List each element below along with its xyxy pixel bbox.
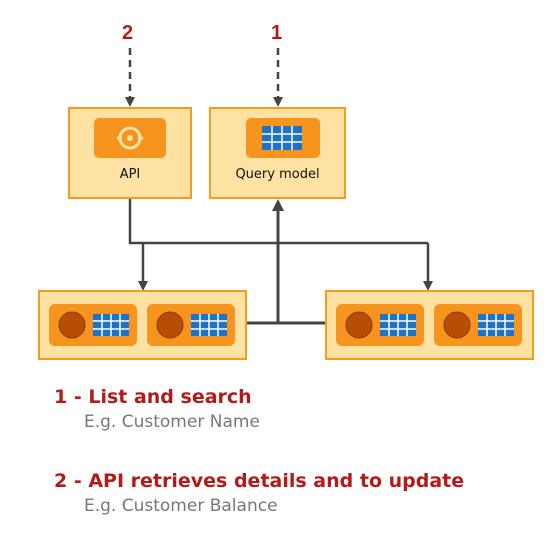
node-tile [49, 304, 137, 346]
node-icon [443, 311, 471, 339]
node-tile [336, 304, 424, 346]
legend-item: 2 - API retrieves details and to update … [54, 470, 464, 516]
marker-api: 2 [122, 22, 134, 44]
table-icon [262, 126, 302, 150]
node-group-right [325, 290, 534, 360]
api-label: API [119, 167, 141, 182]
api-icon [117, 126, 143, 150]
table-icon [380, 314, 416, 336]
table-icon [93, 314, 129, 336]
legend-item: 1 - List and search E.g. Customer Name [54, 386, 260, 432]
query-model-label: Query model [235, 167, 320, 182]
connector-api-to-nodes [128, 197, 428, 245]
table-icon [191, 314, 227, 336]
api-node [68, 107, 192, 199]
legend-subtitle: E.g. Customer Name [84, 412, 260, 432]
node-group-left [38, 290, 247, 360]
node-icon [58, 311, 86, 339]
node-icon [345, 311, 373, 339]
query-model-node [209, 107, 346, 199]
legend-title: 2 - API retrieves details and to update [54, 470, 465, 492]
node-icon [156, 311, 184, 339]
table-icon [478, 314, 514, 336]
node-tile [434, 304, 522, 346]
node-tile [147, 304, 235, 346]
legend-subtitle: E.g. Customer Balance [84, 496, 278, 516]
marker-query: 1 [271, 22, 283, 44]
legend-title: 1 - List and search [54, 386, 252, 408]
